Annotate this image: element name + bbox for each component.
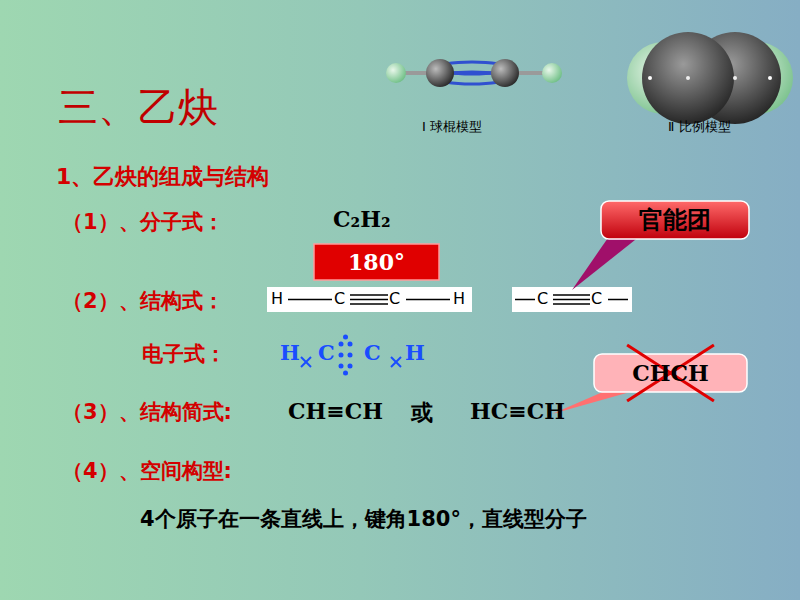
description: 4个原子在一条直线上，键角180°，直线型分子	[140, 505, 587, 533]
conjunction: 或	[411, 398, 433, 428]
atom-symbol: C	[389, 289, 400, 308]
atom-symbol: C	[591, 289, 602, 308]
model-caption: Ⅰ 球棍模型	[422, 118, 482, 136]
ball-stick-model	[386, 59, 562, 87]
functional-group-formula	[512, 287, 632, 312]
item-label: （3）、结构简式:	[62, 398, 232, 426]
callout-box: 官能团	[600, 200, 750, 240]
atom-symbol: H	[280, 340, 300, 365]
model-caption: Ⅱ 比例模型	[668, 118, 731, 136]
molecular-formula: C₂H₂	[333, 206, 391, 232]
section-heading: 1、乙炔的组成与结构	[56, 162, 269, 192]
condensed-formula: CH≡CH	[288, 398, 383, 424]
box-text: 180°	[348, 249, 405, 275]
box-text: CHCH	[632, 360, 709, 386]
space-filling-model	[627, 32, 793, 124]
atom-symbol: C	[318, 340, 335, 365]
structural-formula	[267, 287, 472, 312]
item-label: （2）、结构式：	[62, 287, 224, 315]
condensed-formula: HC≡CH	[470, 398, 565, 424]
wrong-notation-box: CHCH	[593, 353, 748, 393]
callout-pointer	[572, 232, 640, 290]
atom-symbol: H	[271, 289, 283, 308]
atom-symbol: C	[364, 340, 381, 365]
atom-symbol: H	[405, 340, 425, 365]
atom-symbol: H	[453, 289, 465, 308]
slide-title: 三、乙炔	[58, 80, 218, 135]
box-text: 官能团	[639, 204, 711, 236]
angle-badge: 180°	[313, 243, 440, 281]
electron-marks	[301, 335, 401, 376]
item-label: （4）、空间构型:	[62, 457, 232, 485]
atom-symbol: C	[334, 289, 345, 308]
item-label: 电子式：	[142, 340, 226, 368]
atom-symbol: C	[537, 289, 548, 308]
item-label: （1）、分子式：	[62, 208, 224, 236]
